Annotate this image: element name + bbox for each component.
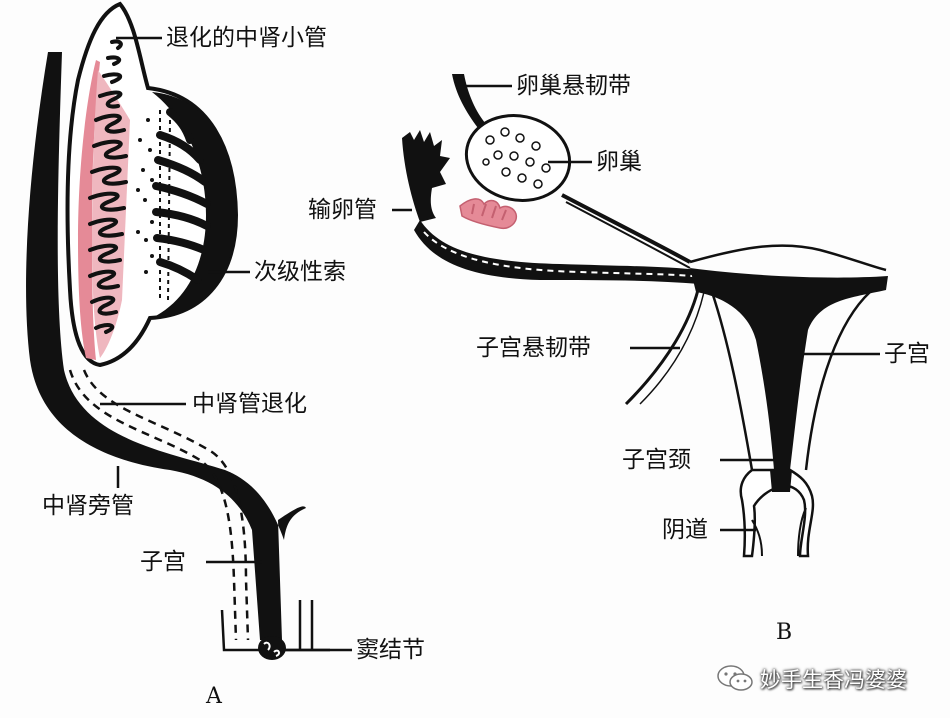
- label-secondary-sex-cords: 次级性索: [254, 259, 346, 285]
- uterus-suspensory-ligament: [624, 289, 700, 406]
- panel-label-a: A: [206, 684, 222, 709]
- ovarian-ligament: [561, 193, 691, 264]
- label-cervix: 子宫颈: [622, 447, 691, 473]
- label-ovary: 卵巢: [596, 149, 642, 175]
- fimbriae: [402, 130, 450, 222]
- ovary-suspensory-ligament: [452, 74, 486, 128]
- mesonephric-tubules: [88, 39, 128, 334]
- label-paramesonephric-duct: 中肾旁管: [42, 493, 134, 519]
- label-uterus-b: 子宫: [884, 341, 930, 367]
- cervix-vagina: [739, 468, 780, 558]
- panel-a-leader-lines: [100, 36, 352, 652]
- sinus-tubercle-shape: [258, 636, 286, 660]
- oviduct-tube: [414, 220, 700, 284]
- cord-dots: [136, 118, 154, 274]
- panel-b-leader-lines: [392, 84, 880, 532]
- panel-b-drawing: [392, 74, 888, 558]
- secondary-cords-fingers: [152, 108, 211, 284]
- uterus-body: [690, 268, 888, 470]
- label-vagina: 阴道: [662, 517, 708, 543]
- mesonephric-duct-dashed: [68, 369, 250, 641]
- label-sinus-tubercle: 窦结节: [356, 637, 425, 663]
- wechat-icon: [717, 665, 753, 691]
- label-uterus-suspensory-ligament: 子宫悬韧带: [476, 335, 591, 361]
- broad-ligament-outline: [689, 244, 887, 272]
- mesonephros-pink-strip: [78, 60, 100, 360]
- uterus-wall-lines: [710, 291, 871, 471]
- gonad-black-region: [152, 92, 236, 318]
- ovary-follicles: [482, 127, 551, 189]
- label-oviduct: 输卵管: [308, 197, 377, 223]
- label-ovary-suspensory-ligament: 卵巢悬韧带: [516, 73, 631, 99]
- panel-a-drawing: [26, 1, 352, 660]
- watermark-text: 妙手生香冯婆婆: [760, 668, 907, 692]
- label-degenerated-mesonephric-tubules: 退化的中肾小管: [166, 25, 327, 51]
- cord-dashes: [159, 110, 171, 301]
- panel-label-b: B: [776, 620, 793, 645]
- epoophoron-pink: [459, 198, 518, 230]
- label-mesonephric-duct-degeneration: 中肾管退化: [192, 391, 307, 417]
- vagina-lines: [751, 507, 807, 557]
- label-uterus-a: 子宫: [140, 549, 186, 575]
